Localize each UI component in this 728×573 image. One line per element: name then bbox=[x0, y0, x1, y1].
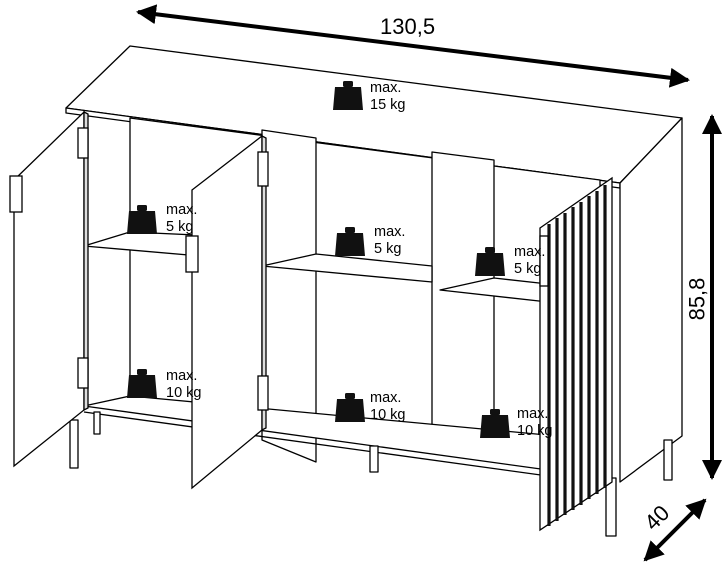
leg-front-left bbox=[69, 419, 79, 469]
load-label-left-upper: max.5 kg bbox=[166, 202, 198, 235]
width-arrow bbox=[136, 4, 690, 88]
shelf-middle bbox=[261, 253, 433, 283]
right-door-slatted bbox=[539, 176, 613, 532]
middle-door bbox=[185, 134, 269, 490]
depth-arrow bbox=[643, 498, 707, 562]
leg-back-left bbox=[93, 411, 101, 435]
leg-front-right bbox=[605, 477, 617, 537]
divider-right bbox=[431, 151, 495, 453]
left-door bbox=[9, 110, 89, 468]
width-dimension: 130,5 bbox=[380, 14, 436, 39]
load-label-right-lower: max.10 kg bbox=[517, 406, 553, 439]
height-dimension: 85,8 bbox=[684, 277, 710, 321]
load-label-top: max.15 kg bbox=[370, 80, 406, 113]
dimension-arrows bbox=[136, 4, 722, 562]
leg-back-right bbox=[663, 439, 673, 481]
load-label-right-upper: max.5 kg bbox=[514, 244, 546, 277]
cabinet-right-side bbox=[619, 117, 683, 483]
leg-middle bbox=[369, 445, 379, 473]
load-label-middle-lower: max.10 kg bbox=[370, 390, 406, 423]
load-label-left-lower: max.10 kg bbox=[166, 368, 202, 401]
load-label-middle-upper: max.5 kg bbox=[374, 224, 406, 257]
